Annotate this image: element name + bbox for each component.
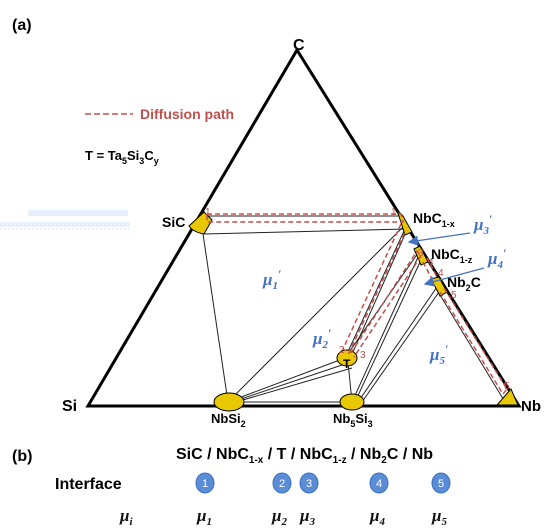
mu-value-3: μ3 xyxy=(299,506,315,528)
interface-number: 1 xyxy=(202,478,208,490)
arrow-mu4 xyxy=(423,267,485,287)
mu-value-1: μ1 xyxy=(196,506,212,528)
arrow-mu3 xyxy=(407,232,471,246)
interface-label: Interface xyxy=(55,476,122,493)
interface-number: 4 xyxy=(376,478,382,490)
mu-value-2: μ2 xyxy=(271,506,287,528)
phase-label-nbsi2: NbSi2 xyxy=(211,411,246,429)
interface-number: 2 xyxy=(279,478,285,490)
path-number: 3 xyxy=(360,350,366,361)
phase-label-sic: SiC xyxy=(162,214,185,230)
chem-potential-mu5: μ5′ xyxy=(429,342,448,367)
phase-label-nb2c: Nb2C xyxy=(447,274,481,293)
interface-badge-5: 5 xyxy=(431,472,451,494)
phase-label-nb5si3: Nb5Si3 xyxy=(333,411,373,429)
blurred-artifact xyxy=(0,210,130,230)
mu-value-4: μ4 xyxy=(369,506,385,528)
phase-region-nbsi2 xyxy=(213,392,245,412)
chem-potential-mu2: μ2′ xyxy=(312,326,331,351)
chem-potential-mu3: μ3′ xyxy=(473,212,492,237)
path-number: 1 xyxy=(205,207,211,218)
phase-region-nb xyxy=(495,388,519,406)
phase-region-nb5si3 xyxy=(339,393,365,411)
phase-label-t: T xyxy=(343,357,351,371)
interface-badge-2: 2 xyxy=(272,472,292,494)
interface-sequence: SiC / NbC1-x / T / NbC1-z / Nb2C / Nb xyxy=(176,446,433,466)
legend-diffusion-path-label: Diffusion path xyxy=(140,106,234,122)
mu-i-label: μi xyxy=(119,506,133,528)
phase-label-nbc1z: NbC1-z xyxy=(431,246,473,265)
interface-number: 3 xyxy=(306,478,312,490)
panel-b-label: (b) xyxy=(12,448,32,465)
phase-region-t xyxy=(336,349,358,367)
path-number: 2 xyxy=(339,345,345,356)
chem-potential-mu4: μ4′ xyxy=(487,246,506,271)
vertex-label-nb: Nb xyxy=(521,398,541,415)
diffusion-paths xyxy=(206,213,508,396)
chem-potential-mu1: μ1′ xyxy=(262,267,281,292)
path-number: 4 xyxy=(438,268,444,279)
phase-label-nbc1x: NbC1-x xyxy=(413,210,455,229)
path-number: 5 xyxy=(504,381,510,392)
path-number: 3 xyxy=(418,248,424,259)
mu-value-5: μ5 xyxy=(431,506,447,528)
path-number: 4 xyxy=(428,257,434,268)
interface-badge-1: 1 xyxy=(195,472,215,494)
t-definition: T = Ta5Si3Cy xyxy=(85,148,159,166)
panel-a-label: (a) xyxy=(12,17,32,34)
interface-badge-4: 4 xyxy=(369,472,389,494)
path-number: 5 xyxy=(451,290,457,301)
interface-badge-3: 3 xyxy=(299,472,319,494)
vertex-label-si: Si xyxy=(62,398,77,415)
phase-regions xyxy=(188,209,519,412)
interface-number: 5 xyxy=(438,478,444,490)
path-number: 1 xyxy=(391,207,397,218)
